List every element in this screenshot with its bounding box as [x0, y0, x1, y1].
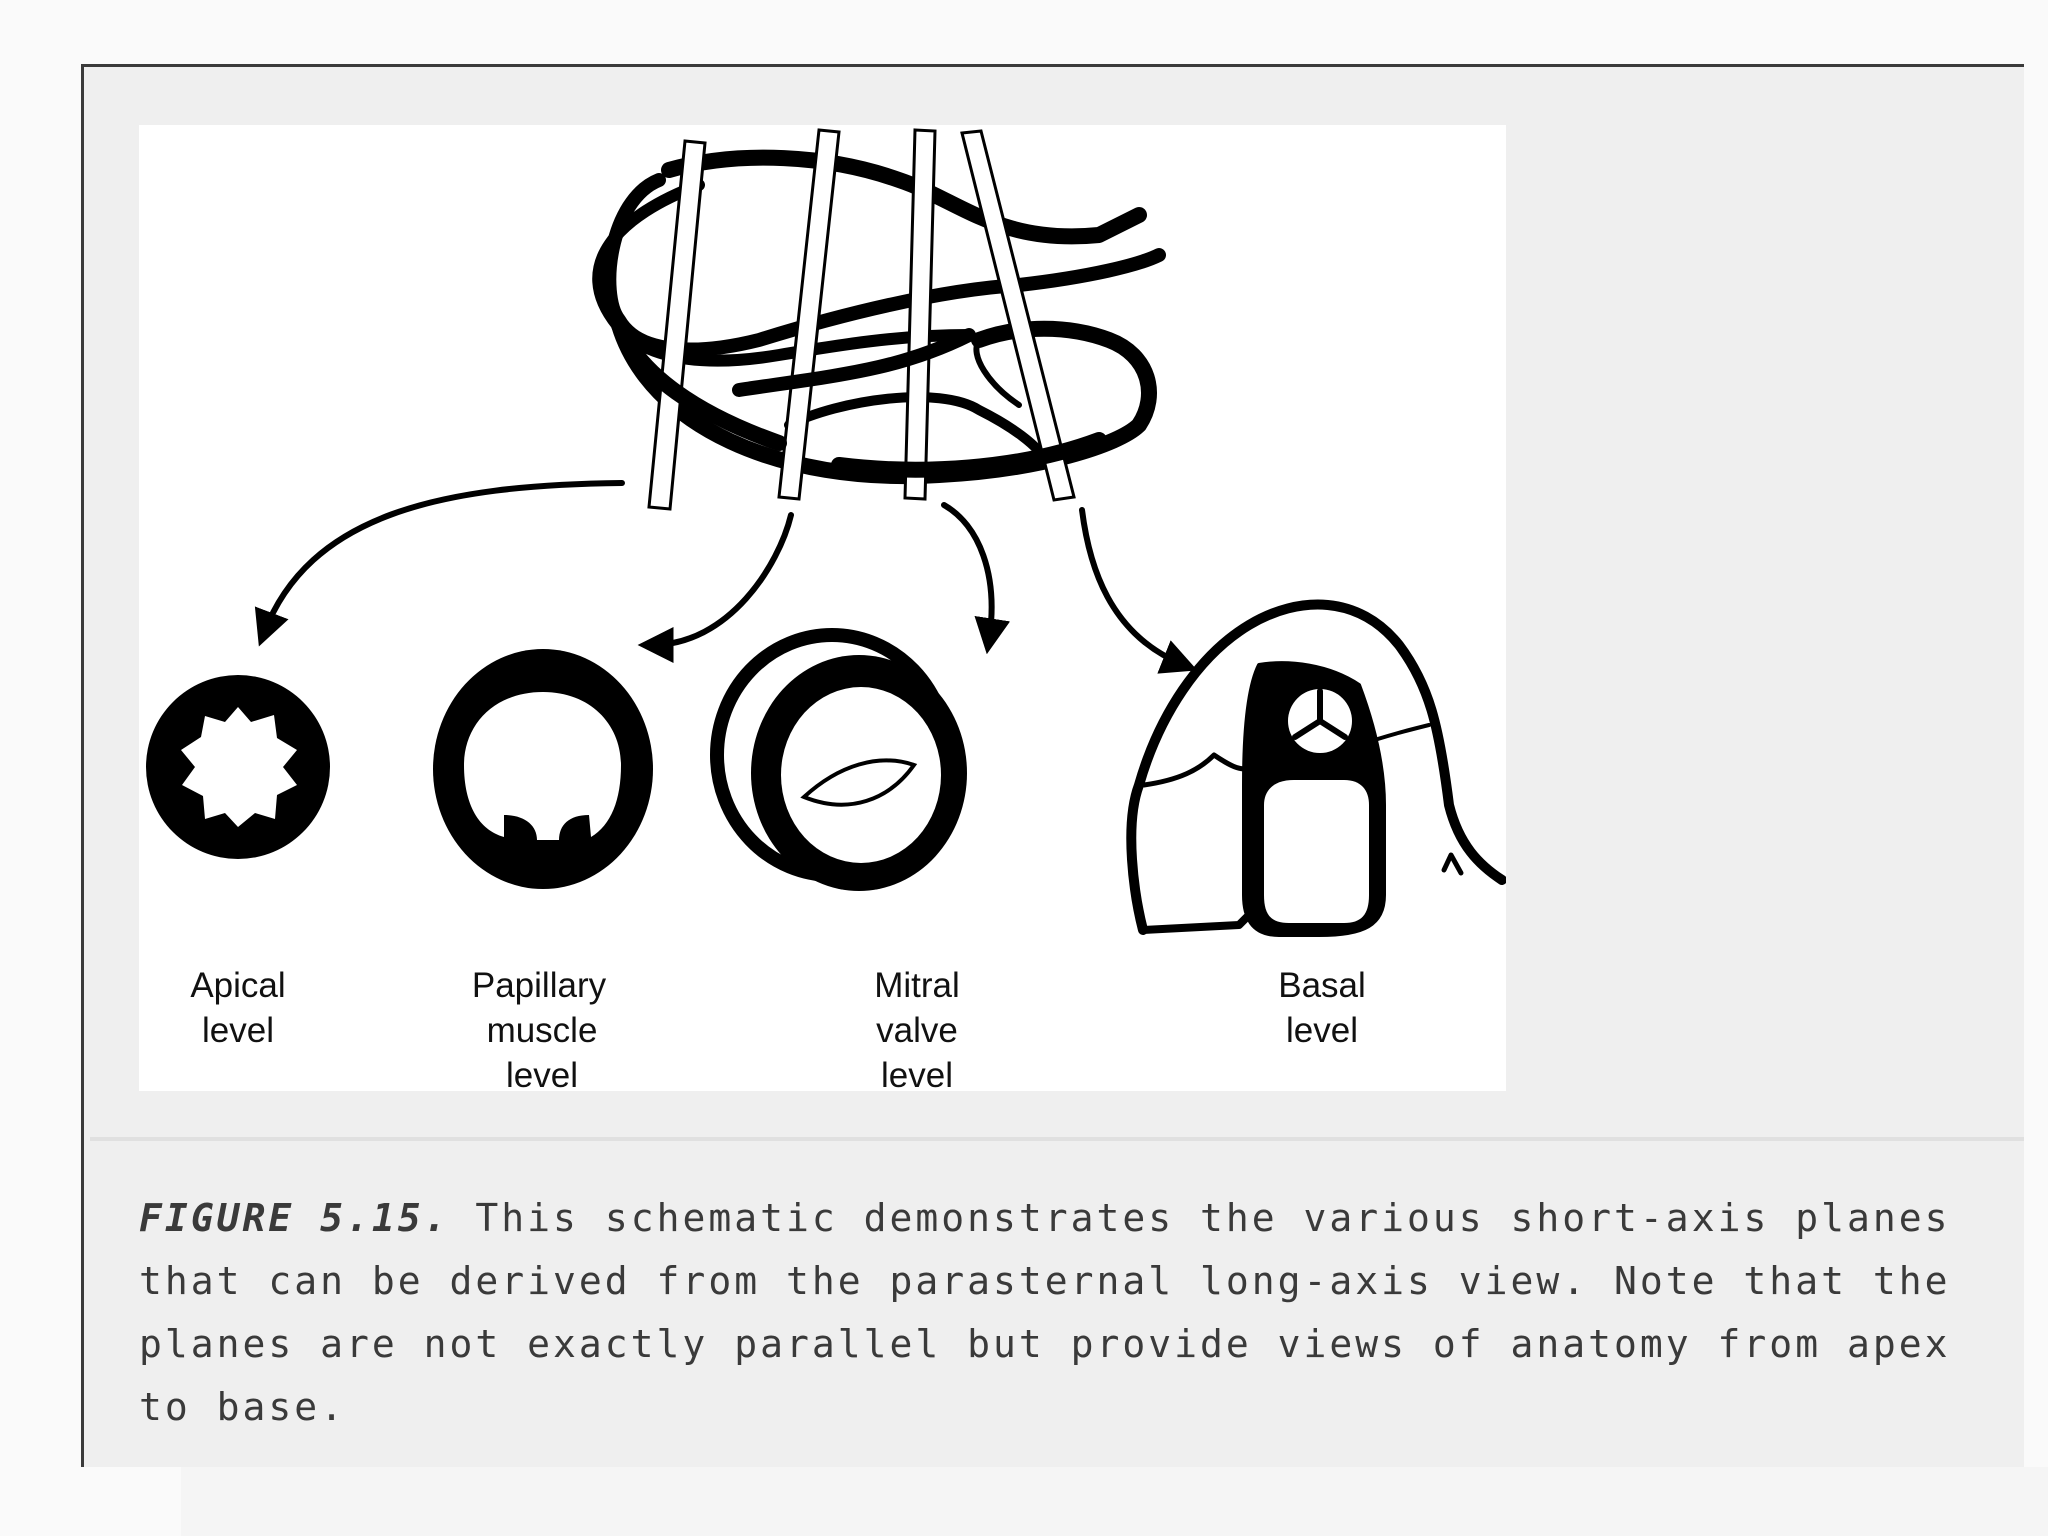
- mitral-label-line2: valve: [876, 1011, 958, 1050]
- figure-image: Apical level Papillary muscle level Mitr…: [139, 125, 1506, 1091]
- basal-label-line1: Basal: [1278, 966, 1366, 1005]
- figure-number: FIGURE 5.15.: [139, 1196, 450, 1240]
- arrow-mitral: [941, 502, 1011, 655]
- arrow-basal: [1079, 507, 1198, 674]
- papillary-label-line3: level: [506, 1056, 578, 1091]
- basal-section: [1126, 599, 1506, 937]
- papillary-section: [433, 649, 653, 889]
- papillary-label-line1: Papillary: [472, 966, 607, 1005]
- bottom-strip: [181, 1467, 2048, 1536]
- plane-mitral: [903, 128, 937, 501]
- plane-basal: [960, 129, 1076, 502]
- short-axis-schematic: Apical level Papillary muscle level Mitr…: [146, 128, 1506, 1091]
- caption-divider: [90, 1137, 2024, 1141]
- arrow-apical: [254, 480, 625, 647]
- mitral-label-line3: level: [881, 1056, 953, 1091]
- papillary-label-line2: muscle: [487, 1011, 598, 1050]
- arrows: [254, 480, 1198, 674]
- level-labels: Apical level Papillary muscle level Mitr…: [190, 966, 1365, 1091]
- apical-section: [146, 675, 330, 859]
- mitral-label-line1: Mitral: [874, 966, 960, 1005]
- slice-planes: [647, 128, 1076, 511]
- plane-papillary: [777, 128, 841, 501]
- arrow-papillary: [637, 512, 794, 663]
- apical-label-line1: Apical: [190, 966, 285, 1005]
- figure-caption: FIGURE 5.15. This schematic demonstrates…: [139, 1187, 1979, 1439]
- basal-label-line2: level: [1286, 1011, 1358, 1050]
- figure-container: Apical level Papillary muscle level Mitr…: [81, 64, 2024, 1467]
- mitral-section: [710, 628, 967, 891]
- apical-label-line2: level: [202, 1011, 274, 1050]
- caption-text: This schematic demonstrates the various …: [139, 1196, 1951, 1429]
